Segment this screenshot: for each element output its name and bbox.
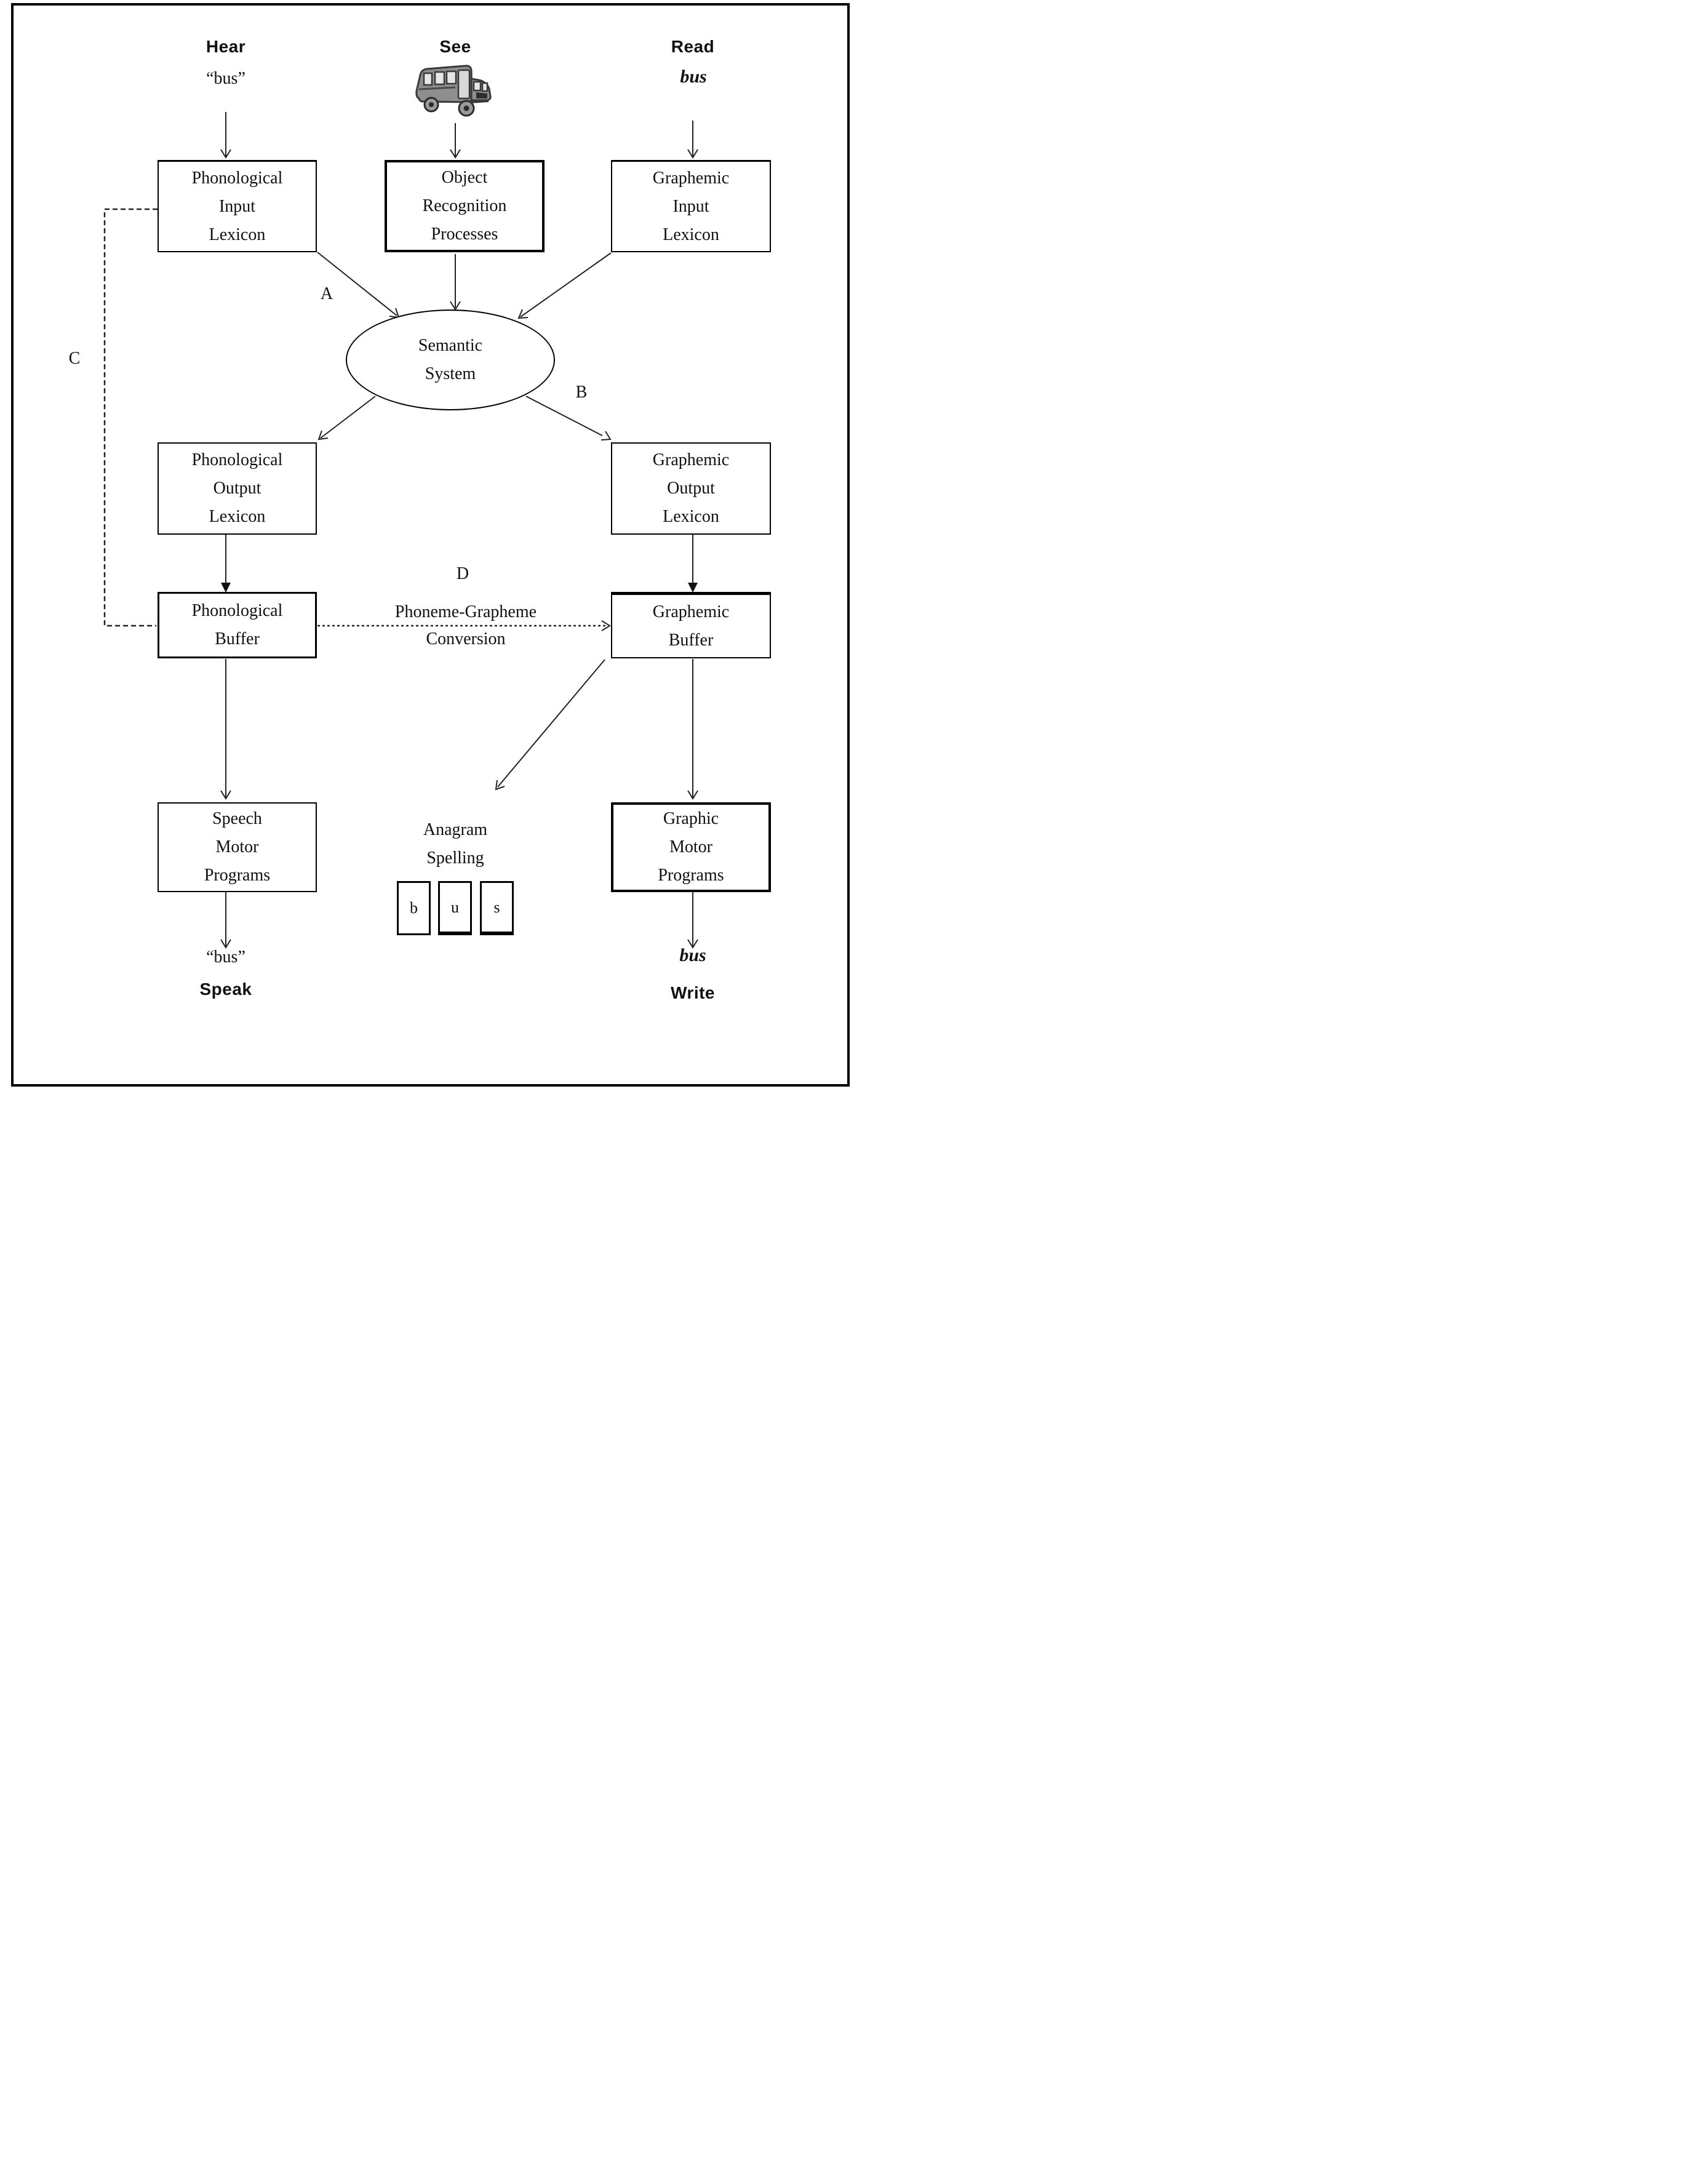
anagram-tile-u: u bbox=[438, 881, 472, 935]
anagram-tile-b: b bbox=[397, 881, 431, 935]
phoneme-grapheme-conversion-label: Phoneme-Grapheme Conversion bbox=[394, 602, 537, 649]
arrow-phonological-buffer-to-speech-motor bbox=[220, 659, 231, 800]
node-object-recognition-processes: Object Recognition Processes bbox=[385, 160, 545, 252]
node-speech-motor-programs: Speech Motor Programs bbox=[158, 802, 317, 892]
write-result: bus bbox=[679, 945, 706, 965]
node-graphemic-buffer: Graphemic Buffer bbox=[611, 592, 771, 658]
arrow-graphemic-input-to-semantic bbox=[517, 252, 612, 319]
node-graphemic-output-lexicon: Graphemic Output Lexicon bbox=[611, 442, 771, 535]
arrow-speech-motor-to-speak bbox=[220, 892, 231, 949]
node-phonological-input-lexicon: Phonological Input Lexicon bbox=[158, 160, 317, 252]
read-stimulus: bus bbox=[680, 66, 707, 87]
path-label-d: D bbox=[456, 564, 469, 583]
speak-label: Speak bbox=[199, 980, 252, 999]
path-label-c: C bbox=[68, 349, 81, 368]
node-graphemic-input-lexicon: Graphemic Input Lexicon bbox=[611, 160, 771, 252]
arrow-semantic-to-phonological-output bbox=[317, 396, 376, 441]
write-label: Write bbox=[671, 983, 715, 1002]
arrow-b-semantic-to-graphemic-output bbox=[525, 396, 612, 441]
path-label-b: B bbox=[575, 383, 588, 402]
anagram-tile-s: s bbox=[480, 881, 514, 935]
see-label: See bbox=[439, 37, 471, 56]
node-phonological-buffer: Phonological Buffer bbox=[158, 592, 317, 658]
hear-stimulus: “bus” bbox=[206, 69, 245, 88]
arrow-graphemic-buffer-to-graphic-motor bbox=[687, 659, 698, 800]
arrow-phonological-output-to-buffer bbox=[221, 535, 231, 593]
dashed-route-c bbox=[103, 208, 158, 627]
arrow-object-recognition-to-semantic bbox=[450, 254, 461, 311]
anagram-spelling-label: Anagram Spelling bbox=[423, 820, 488, 868]
arrow-see-to-object-recognition bbox=[450, 123, 461, 159]
bus-icon bbox=[415, 65, 492, 117]
path-label-a: A bbox=[320, 284, 333, 303]
speak-result: “bus” bbox=[206, 948, 245, 967]
node-graphic-motor-programs: Graphic Motor Programs bbox=[611, 802, 771, 892]
node-phonological-output-lexicon: Phonological Output Lexicon bbox=[158, 442, 317, 535]
read-label: Read bbox=[671, 37, 715, 56]
node-semantic-system: Semantic System bbox=[346, 309, 555, 410]
arrow-graphemic-output-to-buffer bbox=[688, 535, 698, 593]
arrow-read-to-graphemic-input-lexicon bbox=[687, 121, 698, 159]
diagram-canvas: Hear “bus” See Read bus Phonological Inp… bbox=[0, 0, 854, 1092]
arrow-hear-to-phonological-input-lexicon bbox=[220, 112, 231, 159]
arrow-graphic-motor-to-write bbox=[687, 892, 698, 949]
hear-label: Hear bbox=[206, 37, 246, 56]
arrow-graphemic-buffer-to-anagram bbox=[495, 659, 605, 791]
